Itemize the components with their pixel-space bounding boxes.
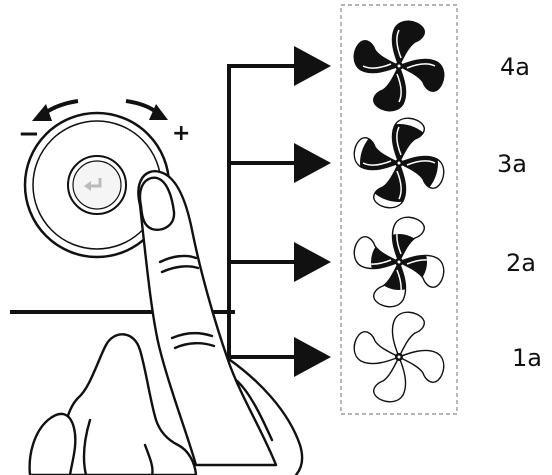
arrow-2a-head [294, 242, 331, 282]
minus-sign: − [18, 119, 40, 149]
second-knuckle [30, 414, 76, 475]
speed-label-2a: 2a [506, 249, 536, 277]
fan-hub-center [398, 65, 401, 68]
fan-hub-center [398, 261, 401, 264]
speed-arrows [227, 46, 331, 377]
fan-icon-2a [354, 217, 444, 307]
fan-hub-center [398, 162, 401, 165]
fan-icon-4a [354, 21, 444, 111]
speed-label-3a: 3a [497, 150, 527, 178]
rotate-left-arrow [45, 101, 78, 113]
arrow-1a-head [294, 337, 331, 377]
speed-label-1a: 1a [512, 344, 542, 372]
rotate-right-arrow [126, 101, 156, 112]
arrow-4a-head [294, 46, 331, 86]
plus-sign: + [172, 121, 190, 146]
fan-hub-center [398, 356, 401, 359]
rotate-right-arrow-head [149, 104, 168, 120]
fan-icon-3a [354, 118, 444, 208]
fan-icon-1a [354, 312, 444, 402]
arrow-3a-head [294, 143, 331, 183]
speed-label-4a: 4a [500, 53, 530, 81]
